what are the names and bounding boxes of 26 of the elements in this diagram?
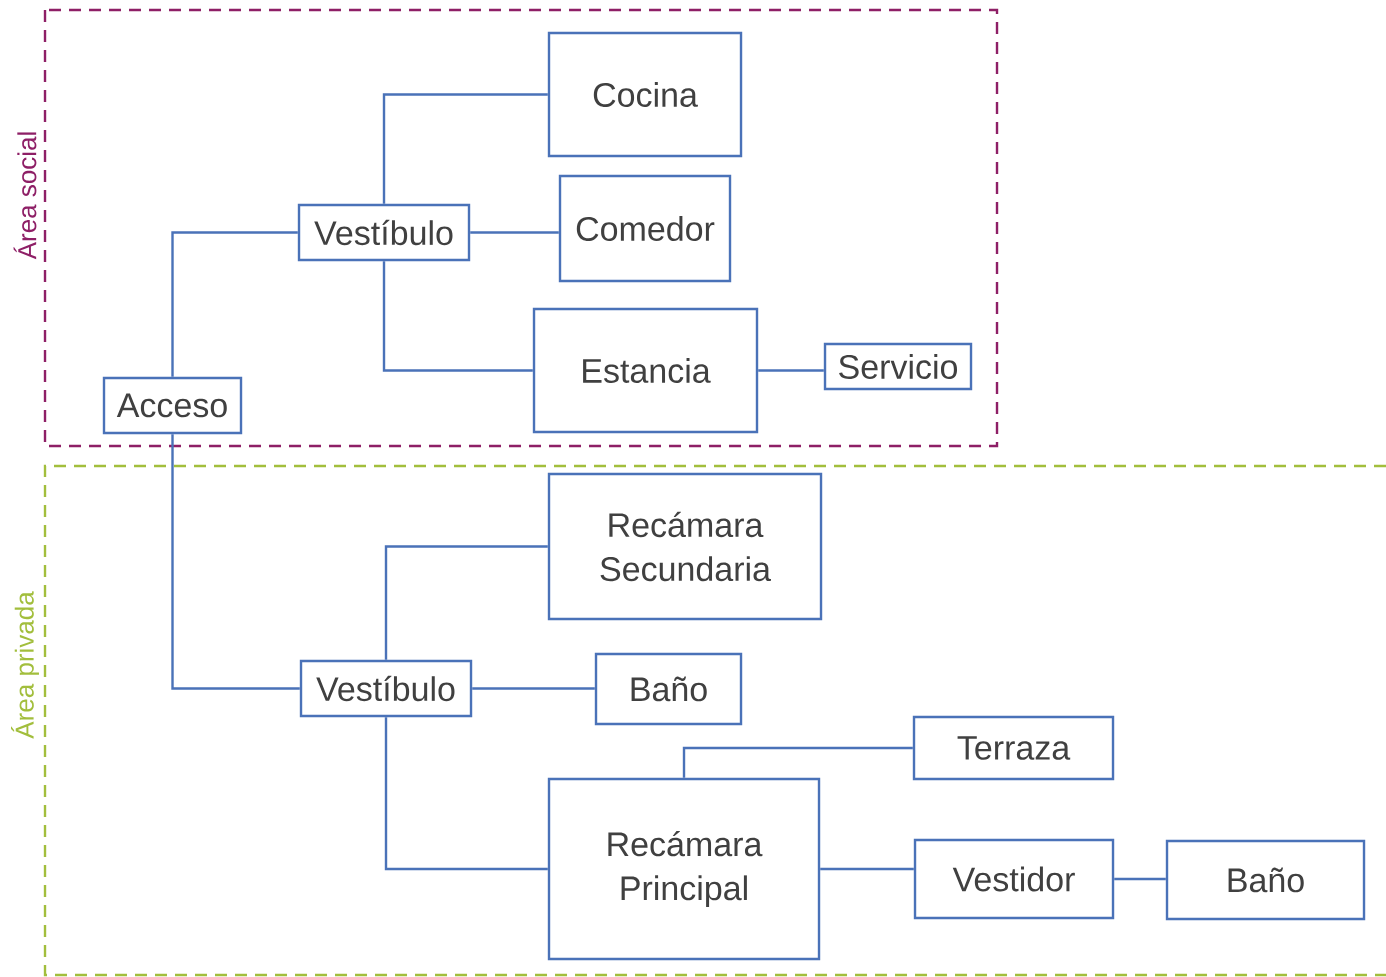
connector-line <box>472 687 595 690</box>
node-label: Área social <box>13 132 37 260</box>
room-box: Baño <box>594 652 743 726</box>
connector-line <box>382 261 533 372</box>
connector-line <box>171 434 300 690</box>
room-box: Terraza <box>912 715 1115 781</box>
connector-line <box>384 717 548 871</box>
connector-line <box>682 746 913 778</box>
room-box: Acceso <box>102 376 243 435</box>
room-box: Vestidor <box>913 838 1115 920</box>
connector-line <box>758 369 824 372</box>
room-box: Recámara Secundaria <box>547 472 823 621</box>
room-box: Servicio <box>823 342 973 391</box>
room-box: Cocina <box>547 31 743 158</box>
room-box: Estancia <box>532 307 759 434</box>
connector-line <box>384 545 548 660</box>
connector-line <box>820 867 914 871</box>
room-box: Baño <box>1165 839 1366 921</box>
room-box: Vestíbulo <box>299 659 473 718</box>
room-box: Vestíbulo <box>297 203 471 262</box>
connector-line <box>382 93 548 204</box>
connector-line <box>1114 877 1166 881</box>
connector-line <box>171 231 298 377</box>
room-box: Comedor <box>558 174 732 283</box>
connector-line <box>470 231 559 234</box>
room-box: Recámara Principal <box>547 777 821 961</box>
